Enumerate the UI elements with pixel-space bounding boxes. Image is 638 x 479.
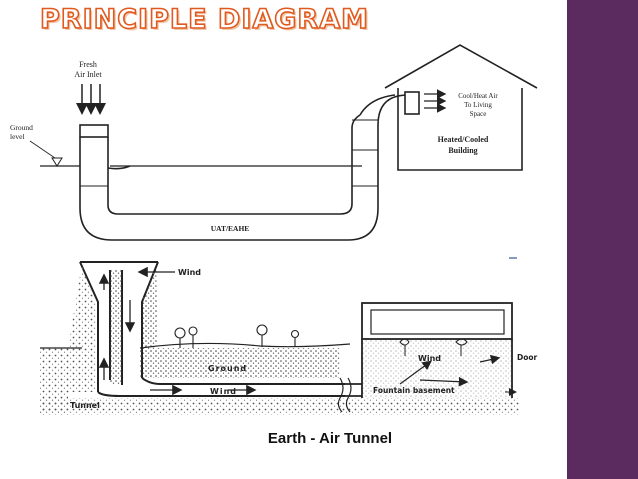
- earth-air-tunnel-diagram: Wind Ground Wind Tunnel: [40, 261, 538, 447]
- diagram-caption: Earth - Air Tunnel: [268, 430, 392, 447]
- fresh-air-label-2: Air Inlet: [74, 70, 102, 79]
- slide-title: PRINCIPLE DIAGRAM: [39, 3, 369, 36]
- room-air-arrows: [399, 354, 501, 387]
- building-label-2: Building: [448, 146, 477, 155]
- soil-top: [140, 348, 340, 378]
- fountain-label: Fountain basement: [373, 386, 455, 395]
- eahe-diagram: Fresh Air Inlet Ground level UAT/EAHE: [10, 44, 538, 241]
- fresh-air-arrows: [76, 84, 106, 115]
- supply-air-label-2: To Living: [464, 101, 492, 109]
- trees: [174, 324, 300, 348]
- tunnel-wind-label: Wind: [210, 387, 237, 396]
- ground-level-label: Ground: [10, 123, 33, 132]
- ground-level-leader: [29, 140, 56, 159]
- building: [384, 44, 538, 171]
- soil-bottom: [40, 398, 520, 415]
- room-plants: [399, 338, 468, 356]
- diagram-canvas: Fresh Air Inlet Ground level UAT/EAHE: [10, 44, 538, 447]
- door-label: Door: [517, 353, 538, 362]
- pipe-label: UAT/EAHE: [211, 224, 250, 233]
- fresh-air-label: Fresh: [79, 60, 97, 69]
- tunnel-label: Tunnel: [70, 401, 100, 410]
- supply-air-arrows: [424, 89, 447, 113]
- supply-air-label: Cool/Heat Air: [458, 92, 498, 100]
- tower-core: [110, 270, 122, 385]
- room-wind-label: Wind: [418, 354, 441, 363]
- building-label: Heated/Cooled: [438, 135, 489, 144]
- ground-label: Ground: [208, 364, 247, 373]
- tower-soil-left: [68, 264, 96, 392]
- basement-fill: [362, 339, 512, 398]
- ground-surface-middle: [139, 342, 351, 349]
- tower-air-arrows: [98, 266, 257, 396]
- wind-top-label: Wind: [178, 268, 201, 277]
- tower-soil-right: [140, 264, 158, 378]
- decorative-sidebar: [567, 0, 638, 479]
- earth-air-pipe: [79, 94, 409, 241]
- ground-level-marker: [51, 157, 63, 167]
- ground-level-label-2: level: [10, 132, 25, 141]
- supply-air-label-3: Space: [470, 110, 487, 118]
